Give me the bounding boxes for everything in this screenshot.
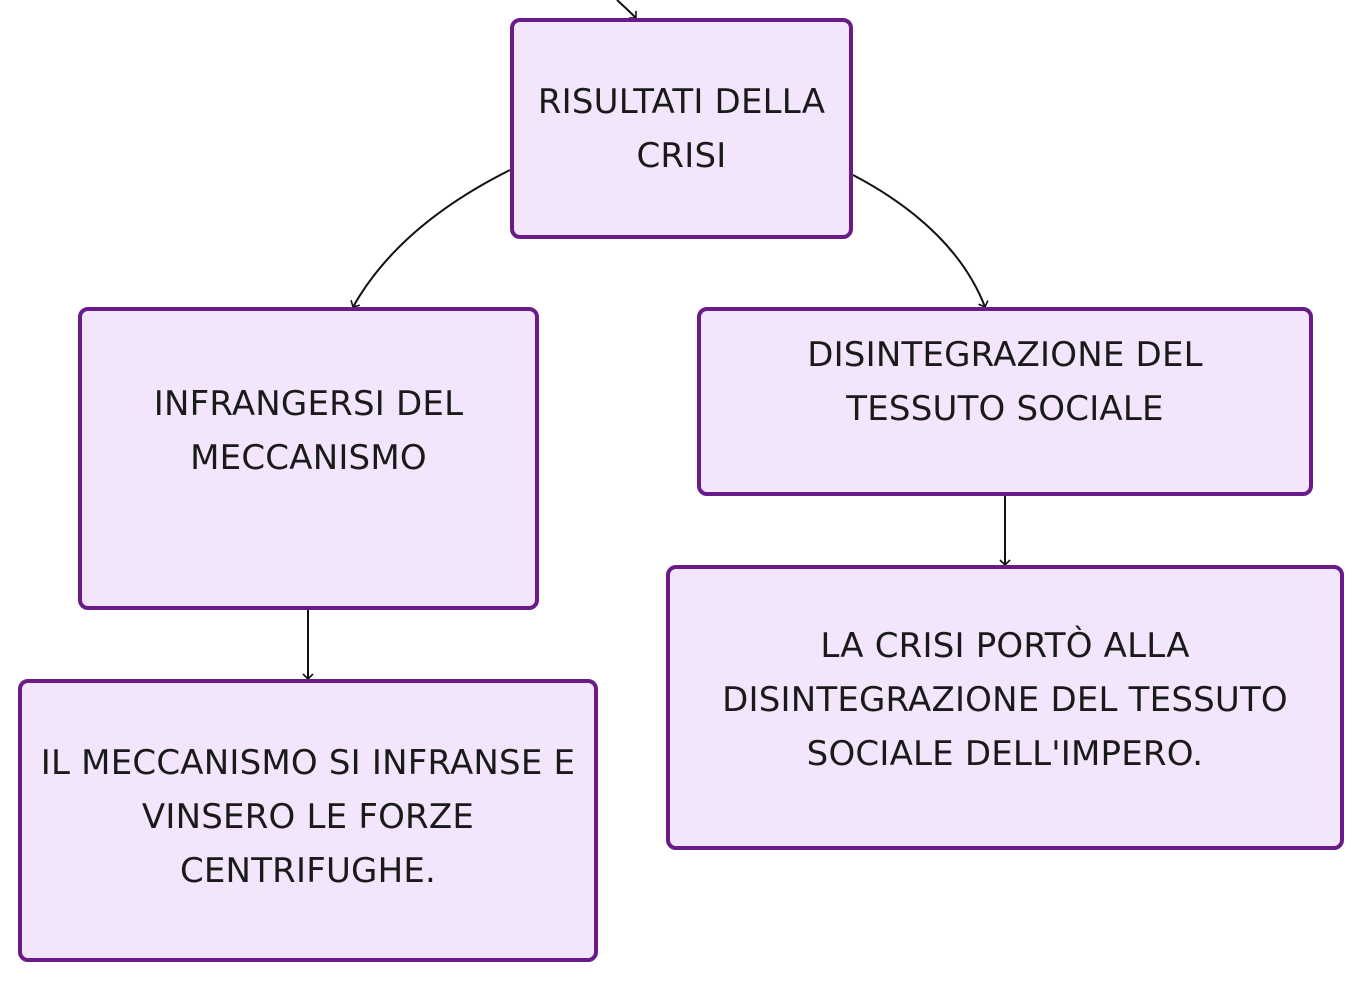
node-label: RISULTATI DELLA CRISI <box>537 81 826 176</box>
node-label: DISINTEGRAZIONE DEL TESSUTO SOCIALE <box>807 334 1203 429</box>
incoming-connector <box>616 0 637 19</box>
node-label: LA CRISI PORTÒ ALLA DISINTEGRAZIONE DEL … <box>722 625 1288 774</box>
node-disintegrazione-tessuto-sociale[interactable]: DISINTEGRAZIONE DEL TESSUTO SOCIALE <box>697 307 1313 496</box>
node-meccanismo-si-infranse[interactable]: IL MECCANISMO SI INFRANSE E VINSERO LE F… <box>18 679 598 962</box>
node-risultati-della-crisi[interactable]: RISULTATI DELLA CRISI <box>510 18 853 239</box>
node-label: INFRANGERSI DEL MECCANISMO <box>153 383 464 478</box>
node-label: IL MECCANISMO SI INFRANSE E VINSERO LE F… <box>40 742 576 891</box>
node-infrangersi-del-meccanismo[interactable]: INFRANGERSI DEL MECCANISMO <box>78 307 539 610</box>
connector-root-to-right <box>852 174 989 309</box>
node-crisi-porto-disintegrazione[interactable]: LA CRISI PORTÒ ALLA DISINTEGRAZIONE DEL … <box>666 565 1344 850</box>
connector-root-to-left <box>350 169 511 308</box>
